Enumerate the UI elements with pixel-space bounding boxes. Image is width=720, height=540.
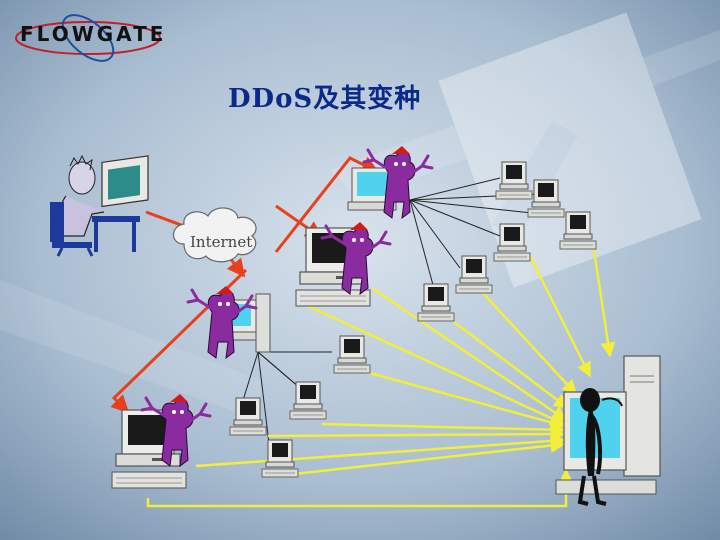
flowgate-logo-text: FLOWGATE [20, 22, 166, 46]
internet-label: Internet [190, 233, 252, 251]
slide-title: DDoS及其变种 [228, 78, 421, 115]
